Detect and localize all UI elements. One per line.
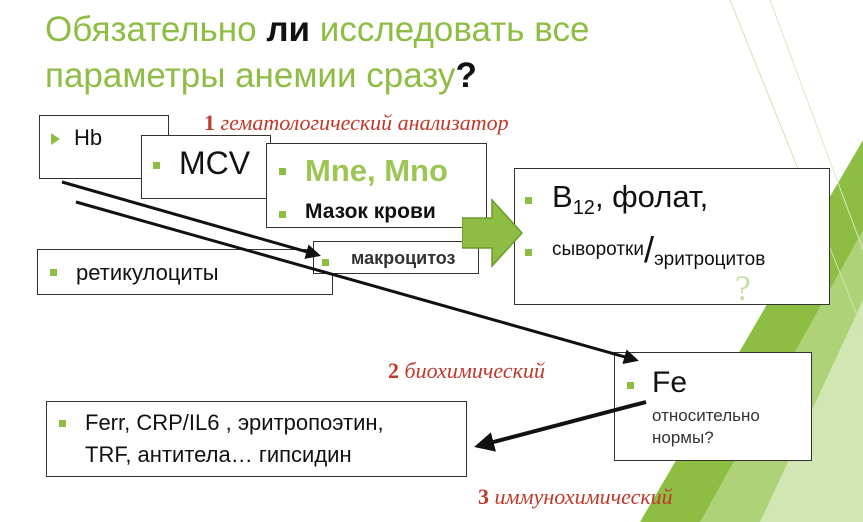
question-mark: ? bbox=[735, 268, 751, 308]
triangle-bullet-icon bbox=[51, 133, 60, 145]
deco-line-1 bbox=[729, 0, 863, 331]
title-bold-word: ли bbox=[266, 10, 311, 49]
fe-box: Fe относительно нормы? bbox=[614, 352, 812, 461]
green-arrow-shape bbox=[462, 198, 524, 268]
mcv-box: MCV bbox=[141, 135, 271, 199]
square-bullet-icon bbox=[153, 162, 160, 169]
mne-mno-text: Mne, Mno bbox=[305, 153, 448, 188]
square-bullet-icon bbox=[59, 420, 66, 427]
square-bullet-icon bbox=[279, 211, 286, 218]
macrocytosis-box: макроцитоз bbox=[313, 241, 479, 274]
ferr-crp-text-line-1: Ferr, CRP/IL6 , эритропоэтин, bbox=[85, 410, 384, 435]
fe-norm-text: нормы? bbox=[652, 428, 714, 447]
macrocytosis-text: макроцитоз bbox=[351, 248, 456, 268]
square-bullet-icon bbox=[627, 382, 634, 389]
serum-erythrocytes-text: сыворотки/эритроцитов bbox=[552, 229, 766, 271]
b12-folate-text: B12, фолат, bbox=[552, 179, 709, 220]
label-immunochemical: 3 иммунохимический bbox=[478, 484, 673, 509]
b12-folate-box: B12, фолат, сыворотки/эритроцитов ? bbox=[514, 168, 830, 308]
square-bullet-icon bbox=[279, 168, 286, 175]
fe-relative-text: относительно bbox=[652, 406, 760, 425]
title-text: Обязательно bbox=[45, 10, 267, 49]
reticulocytes-box: ретикулоциты bbox=[37, 249, 333, 295]
title-text: параметры анемии сразу bbox=[45, 56, 456, 95]
deco-line-2 bbox=[769, 0, 863, 251]
fe-text: Fe bbox=[652, 366, 688, 399]
mne-mno-box: Mne, Mno Мазок крови bbox=[266, 143, 487, 228]
square-bullet-icon bbox=[50, 269, 57, 276]
page-title-line-1: Обязательно ли исследовать все bbox=[45, 12, 589, 47]
hb-text: Hb bbox=[74, 125, 103, 150]
blood-smear-text: Мазок крови bbox=[305, 200, 436, 223]
square-bullet-icon bbox=[525, 249, 532, 256]
reticulocytes-text: ретикулоциты bbox=[76, 260, 219, 285]
square-bullet-icon bbox=[322, 259, 329, 266]
mcv-text: MCV bbox=[179, 145, 251, 181]
label-hematology-analyzer: 1 гематологический анализатор bbox=[204, 110, 509, 135]
title-text: исследовать все bbox=[310, 10, 590, 49]
label-biochemical: 2 биохимический bbox=[388, 358, 545, 383]
title-question-mark: ? bbox=[455, 56, 477, 95]
page-title-line-2: параметры анемии сразу? bbox=[45, 58, 477, 93]
green-block-arrow bbox=[462, 198, 524, 268]
square-bullet-icon bbox=[525, 197, 532, 204]
ferr-crp-text-line-2: TRF, антитела… гипсидин bbox=[85, 442, 352, 467]
ferr-crp-box: Ferr, CRP/IL6 , эритропоэтин, TRF, антит… bbox=[46, 401, 467, 477]
